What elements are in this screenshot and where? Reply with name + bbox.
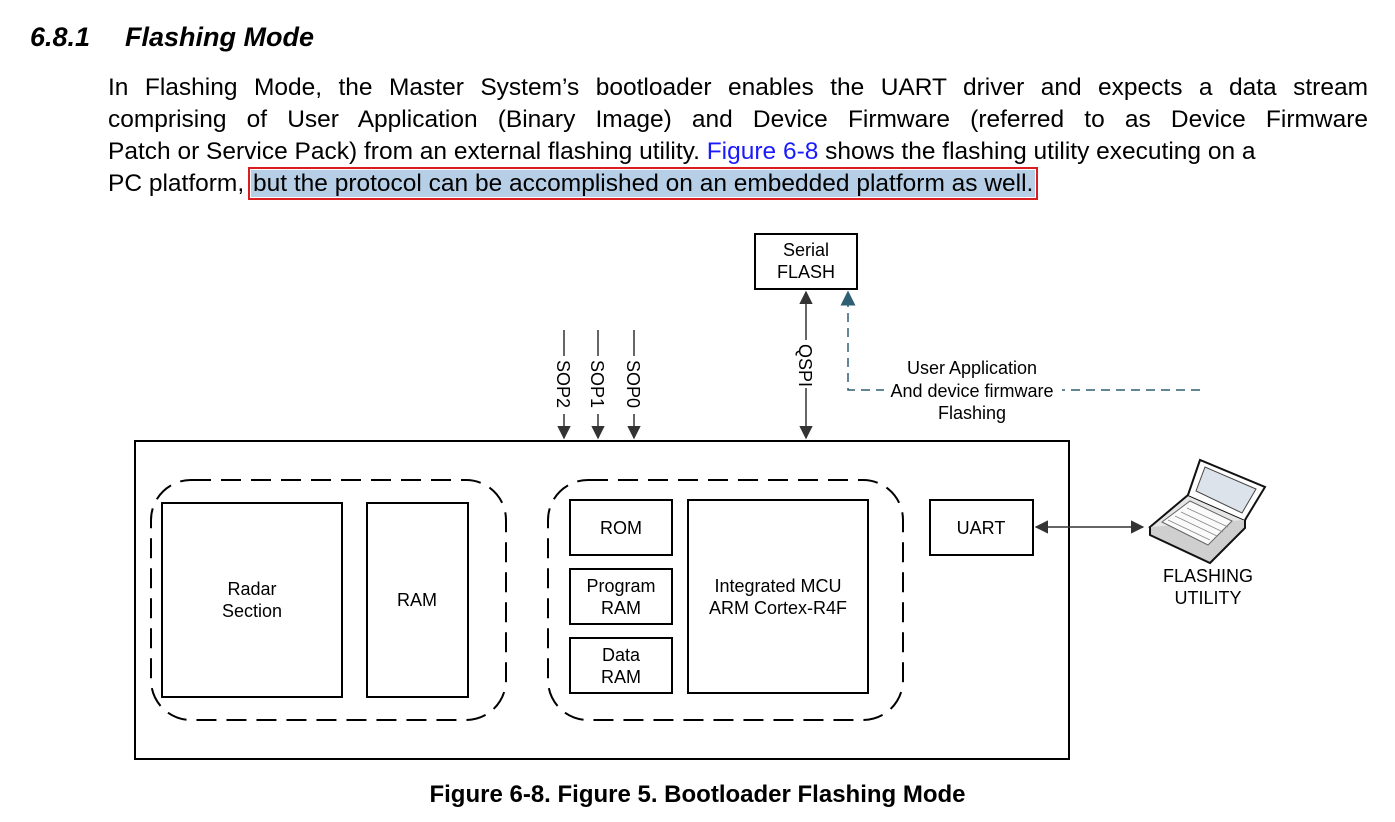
mcu-box: Integrated MCU ARM Cortex-R4F [687, 499, 869, 694]
figure-link[interactable]: Figure 6-8 [706, 138, 819, 165]
radar-subsystem-group [150, 479, 507, 721]
svg-text:And device firmware: And device firmware [890, 381, 1053, 401]
highlighted-text[interactable]: but the protocol can be accomplished on … [247, 167, 1039, 200]
figure-caption-text: Figure 6-8. Figure 5. Bootloader Flashin… [429, 781, 966, 808]
paragraph-text: Patch or Service Pack) from an external … [108, 138, 707, 165]
flashing-path: User Application And device firmware Fla… [840, 290, 1200, 425]
figure-caption: Figure 6-8. Figure 5. Bootloader Flashin… [0, 781, 1395, 809]
serial-flash-box: Serial FLASH [754, 233, 858, 290]
laptop-icon [1148, 458, 1267, 565]
paragraph-line-4: PC platform, but the protocol can be acc… [108, 167, 1368, 200]
svg-text:FLASH: FLASH [777, 262, 835, 282]
paragraph-line-3: Patch or Service Pack) from an external … [108, 136, 1368, 168]
program-ram-box: Program RAM [569, 568, 673, 625]
uart-box: UART [929, 499, 1034, 556]
sop-signals: SOP2 SOP1 SOP0 [553, 330, 644, 440]
svg-text:RAM: RAM [601, 667, 641, 687]
sop2-label: SOP2 [553, 360, 573, 408]
svg-text:ARM Cortex-R4F: ARM Cortex-R4F [709, 598, 847, 618]
svg-text:Data: Data [602, 645, 641, 665]
section-heading: 6.8.1 Flashing Mode [30, 22, 314, 53]
svg-text:Section: Section [222, 601, 282, 621]
svg-text:Radar: Radar [227, 579, 276, 599]
svg-text:Flashing: Flashing [938, 403, 1006, 423]
svg-text:RAM: RAM [601, 598, 641, 618]
paragraph-text: PC platform, [108, 170, 251, 197]
radar-section-box: Radar Section [161, 502, 343, 698]
utility-label: FLASHING [1163, 566, 1253, 586]
data-ram-box: Data RAM [569, 637, 673, 694]
svg-text:Program: Program [586, 576, 655, 596]
section-number: 6.8.1 [30, 22, 91, 52]
svg-text:Serial: Serial [783, 240, 829, 260]
device-outline [134, 440, 1070, 760]
svg-text:RAM: RAM [397, 590, 437, 610]
section-title: Flashing Mode [125, 22, 314, 52]
svg-text:ROM: ROM [600, 518, 642, 538]
mcu-subsystem-group [547, 479, 904, 721]
sop1-label: SOP1 [587, 360, 607, 408]
sop0-label: SOP0 [623, 360, 643, 408]
qspi-label: QSPI [795, 344, 815, 387]
utility-label: UTILITY [1174, 588, 1241, 608]
paragraph-text: shows the flashing utility executing on … [818, 138, 1256, 165]
svg-text:Integrated MCU: Integrated MCU [714, 576, 841, 596]
svg-text:User Application: User Application [907, 358, 1037, 378]
body-paragraph: In Flashing Mode, the Master System’s bo… [108, 72, 1368, 200]
paragraph-line-2: comprising of User Application (Binary I… [108, 106, 1368, 133]
svg-text:UART: UART [957, 518, 1006, 538]
paragraph-line-1: In Flashing Mode, the Master System’s bo… [108, 74, 1368, 101]
rom-box: ROM [569, 499, 673, 556]
radar-ram-box: RAM [366, 502, 469, 698]
